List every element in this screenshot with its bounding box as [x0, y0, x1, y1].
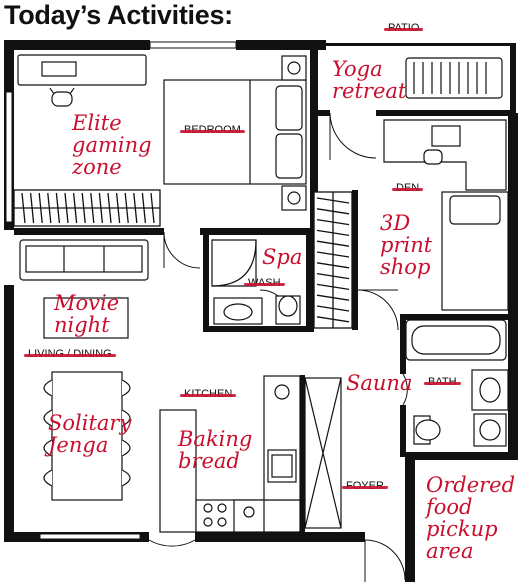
- wall-top-mid: [236, 40, 326, 50]
- hanger: [21, 192, 26, 224]
- dining-chair: [121, 439, 131, 457]
- wall-bed-bottom-b: [200, 228, 318, 235]
- hanger: [64, 192, 69, 224]
- door-bedroom-arc: [163, 231, 201, 269]
- hanger: [316, 251, 350, 258]
- dining-chair: [43, 439, 53, 457]
- hanger: [316, 262, 350, 269]
- hanger: [72, 192, 78, 224]
- activity-spa: Spa: [262, 245, 303, 269]
- wall-step-h: [405, 452, 518, 460]
- wall-wash-bottom: [203, 326, 313, 332]
- wall-foyer-left: [300, 375, 305, 535]
- foyer-wardrobe: [304, 377, 342, 529]
- hanger: [150, 192, 155, 224]
- hanger: [141, 192, 147, 224]
- closet-den: [313, 191, 353, 329]
- coffee-table: [43, 297, 129, 339]
- dining-chair: [43, 379, 53, 397]
- hanger: [124, 192, 129, 224]
- dining-table: [51, 371, 123, 501]
- hanger: [29, 192, 35, 224]
- door-closet-arc: [357, 289, 399, 331]
- hanger: [55, 192, 61, 224]
- hanger: [107, 192, 112, 224]
- hanger: [81, 192, 86, 224]
- dining-chair: [43, 409, 53, 427]
- dining-chair: [43, 469, 53, 487]
- lounge-chair: [405, 57, 503, 99]
- hanger: [90, 192, 95, 224]
- hanger: [38, 192, 43, 224]
- wall-patio-right: [510, 43, 516, 113]
- wall-bed-bottom-a: [14, 228, 164, 235]
- door-bath-arc: [402, 373, 408, 406]
- hanger: [98, 192, 104, 224]
- desk-bedroom: [17, 54, 147, 86]
- hanger: [316, 197, 350, 204]
- wall-foyer-right: [355, 532, 365, 542]
- activity-movie: Movie night: [54, 291, 120, 337]
- door-foyer-arc: [364, 539, 406, 581]
- wall-top-left: [4, 40, 150, 50]
- wall-wash-left: [203, 235, 209, 330]
- door-main-arc: [148, 539, 196, 547]
- activity-print: 3D print shop: [380, 211, 433, 279]
- dining-chair: [121, 379, 131, 397]
- kitchen-counter: [159, 409, 197, 533]
- wall-den-top-b: [376, 110, 516, 116]
- wall-wash-right: [306, 230, 314, 332]
- wall-step-v: [405, 452, 415, 582]
- activity-jenga: Solitary Jenga: [48, 411, 132, 457]
- window-top: [149, 41, 237, 49]
- room-label-bath: BATH: [424, 376, 461, 389]
- wall-bath-top: [400, 314, 518, 320]
- hanger: [316, 294, 350, 301]
- nightstand-top: [281, 55, 307, 81]
- hanger: [133, 192, 138, 224]
- activity-food: Ordered food pickup area: [426, 473, 516, 563]
- wall-bottom-mid: [195, 532, 355, 542]
- activity-gaming: Elite gaming zone: [72, 111, 152, 179]
- hanger: [316, 229, 350, 237]
- wall-bed-den: [310, 50, 318, 230]
- desk-den: [383, 119, 507, 191]
- dining-chair: [121, 409, 131, 427]
- wall-right: [508, 113, 518, 458]
- room-label-living-dining: LIVING / DINING: [24, 348, 116, 361]
- window-bottom: [39, 533, 141, 540]
- hanger: [316, 208, 350, 215]
- hanger: [316, 240, 350, 247]
- activity-baking: Baking bread: [178, 427, 253, 473]
- room-label-foyer: FOYER: [342, 480, 388, 493]
- window-left: [5, 91, 13, 223]
- dining-chair: [121, 469, 131, 487]
- hanger: [316, 272, 350, 280]
- room-label-den: DEN: [392, 182, 424, 195]
- door-den-arc: [329, 112, 377, 159]
- activity-sauna: Sauna: [346, 371, 413, 395]
- hanger: [115, 192, 121, 224]
- hanger: [316, 218, 350, 226]
- hanger: [316, 283, 350, 291]
- wall-den-top-a: [318, 110, 330, 116]
- hanger: [316, 305, 350, 312]
- wall-bath-left: [400, 314, 406, 374]
- wall-bath-left2: [400, 405, 406, 457]
- wall-closet-right: [352, 190, 358, 330]
- room-label-patio: PATIO: [384, 22, 424, 35]
- wall-left-bottom: [4, 285, 14, 540]
- hanger: [316, 316, 350, 323]
- activity-yoga: Yoga retreat: [332, 57, 407, 103]
- wardrobe-bedroom: [13, 189, 161, 227]
- room-label-bedroom: BEDROOM: [180, 124, 245, 137]
- page-title: Today’s Activities:: [4, 0, 233, 30]
- wall-patio-top: [326, 43, 516, 46]
- room-label-wash: WASH: [244, 277, 285, 290]
- hanger: [47, 192, 52, 224]
- room-label-kitchen: KITCHEN: [180, 388, 237, 401]
